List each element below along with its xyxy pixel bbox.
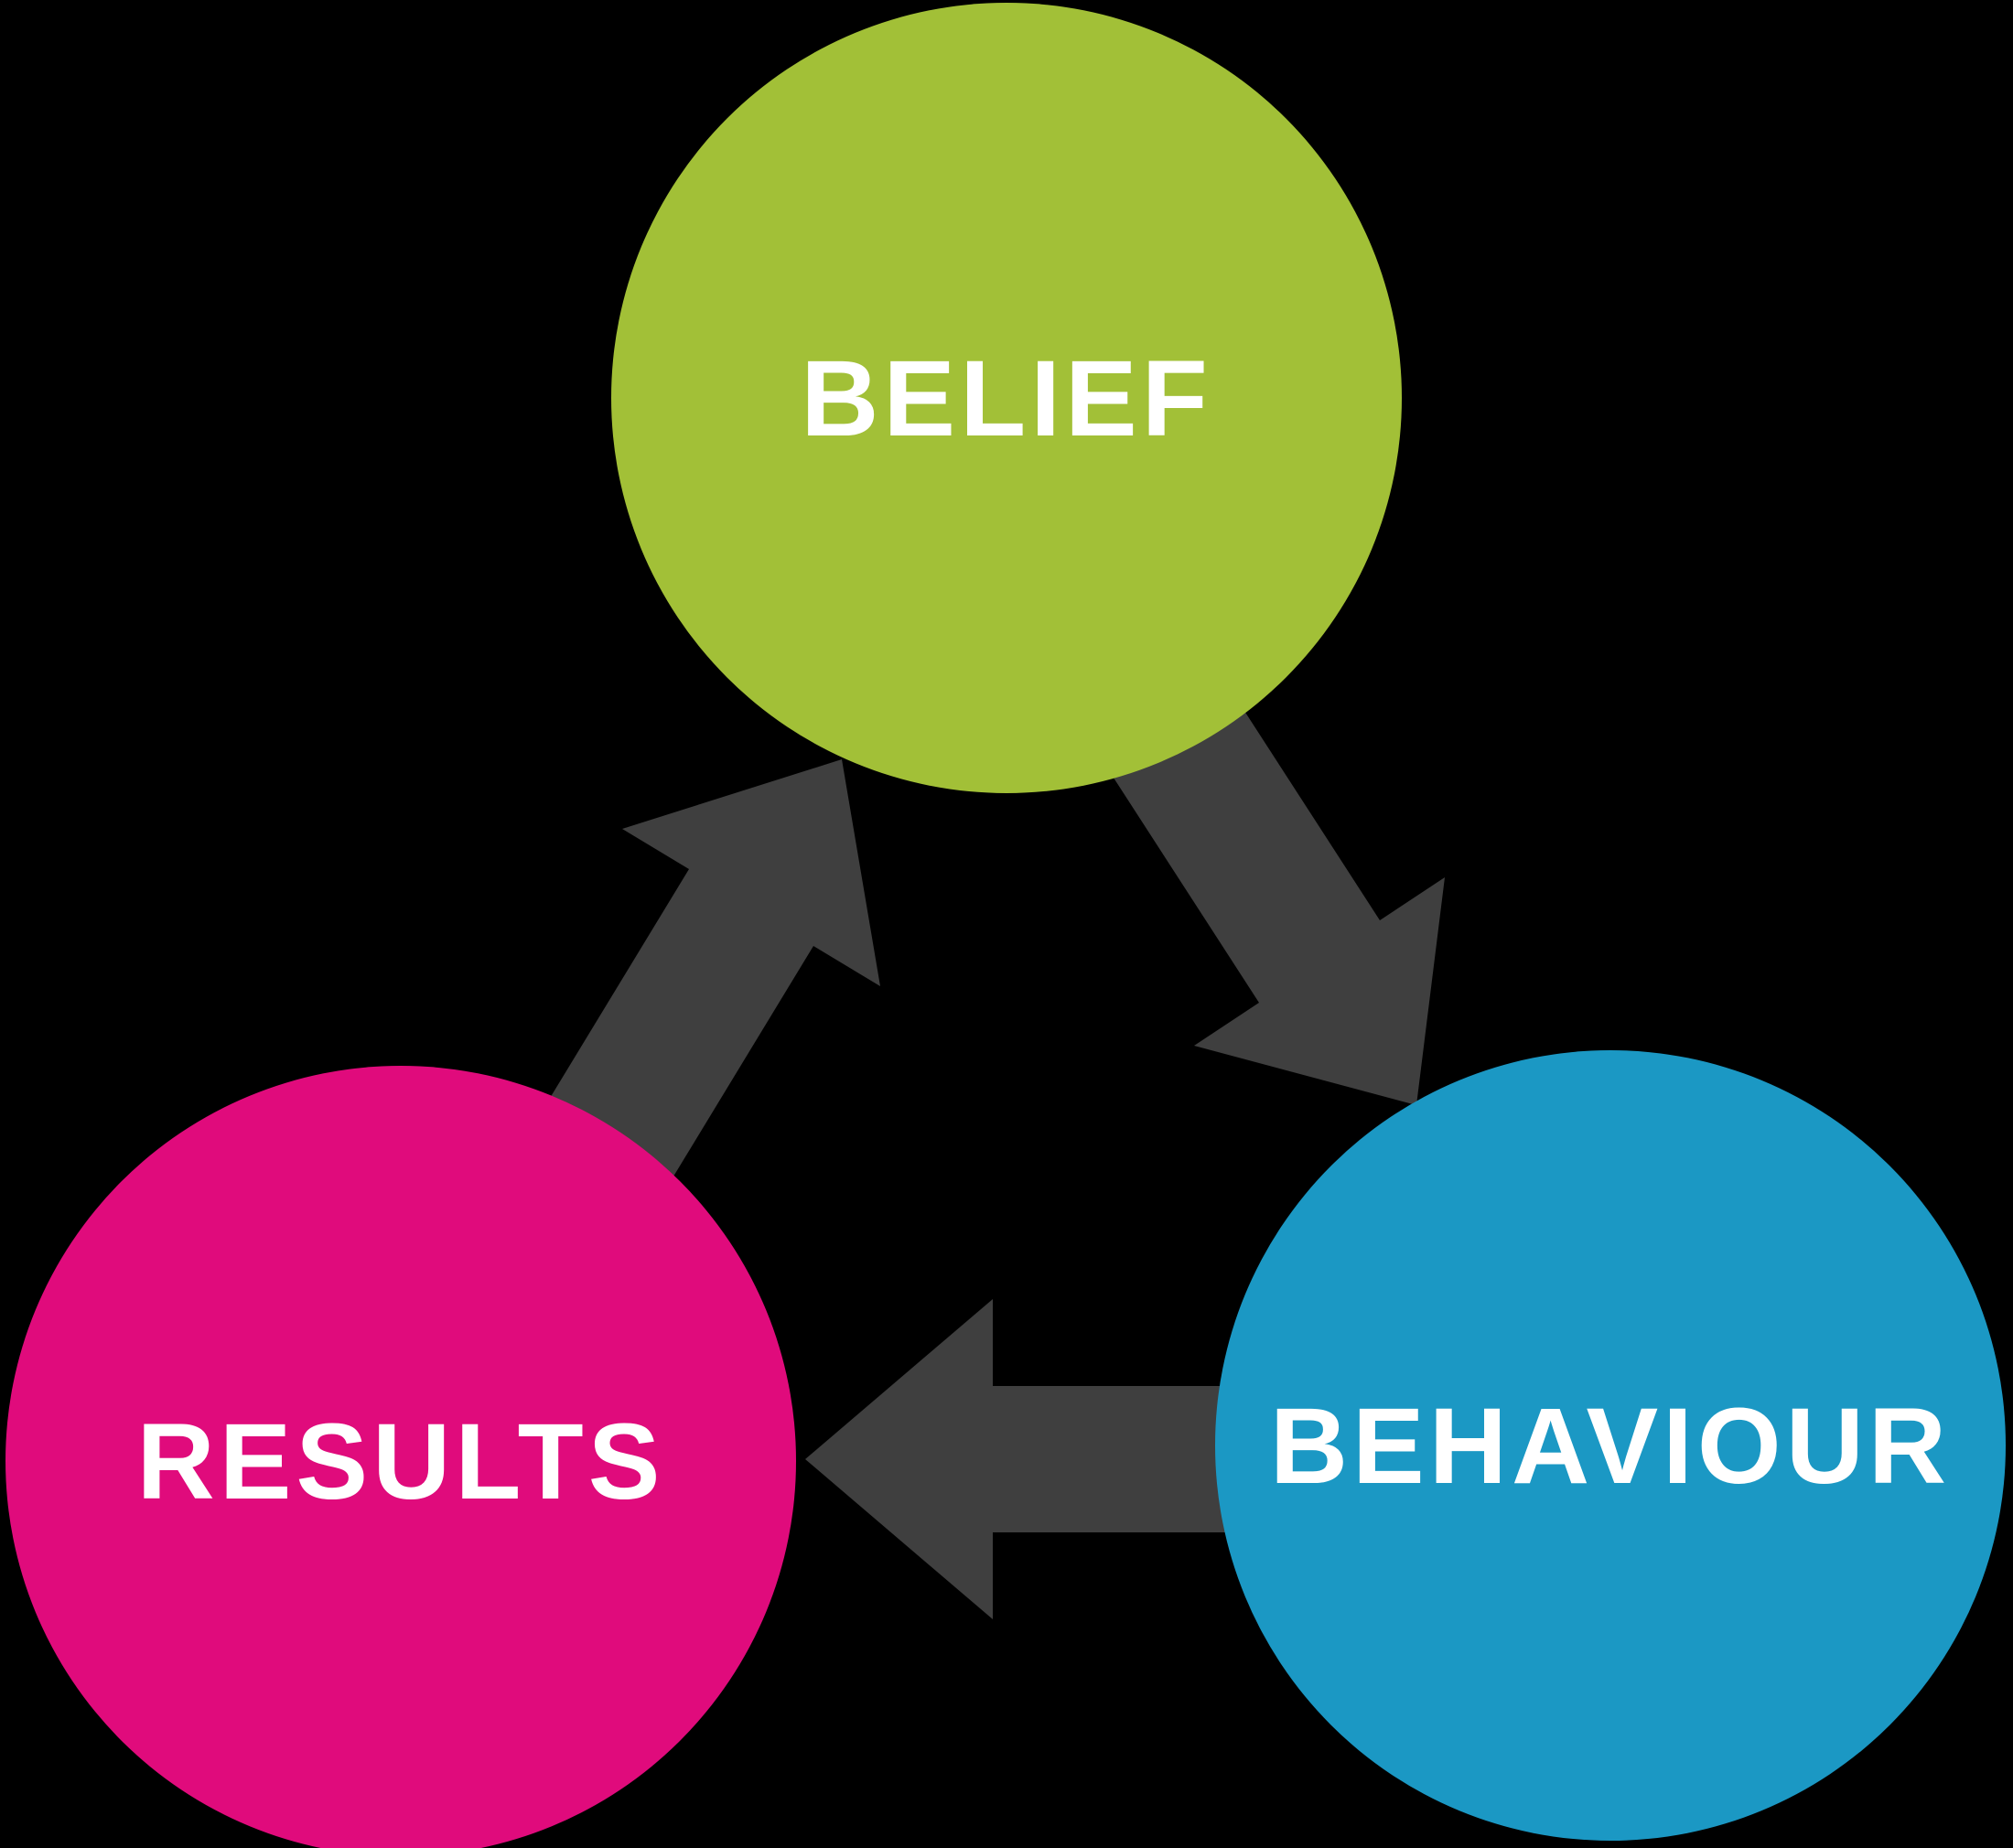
arrow-belief-to-behaviour xyxy=(1102,677,1445,1105)
arrow-results-to-belief xyxy=(523,759,880,1219)
results-label: RESULTS xyxy=(137,1402,665,1522)
arrow-behaviour-to-results xyxy=(805,1299,1354,1619)
results-node xyxy=(5,1066,796,1848)
behaviour-label: BEHAVIOUR xyxy=(1270,1386,1951,1507)
belief-node xyxy=(611,3,1402,793)
belief-label: BELIEF xyxy=(801,338,1212,459)
behaviour-node xyxy=(1215,1050,2006,1841)
